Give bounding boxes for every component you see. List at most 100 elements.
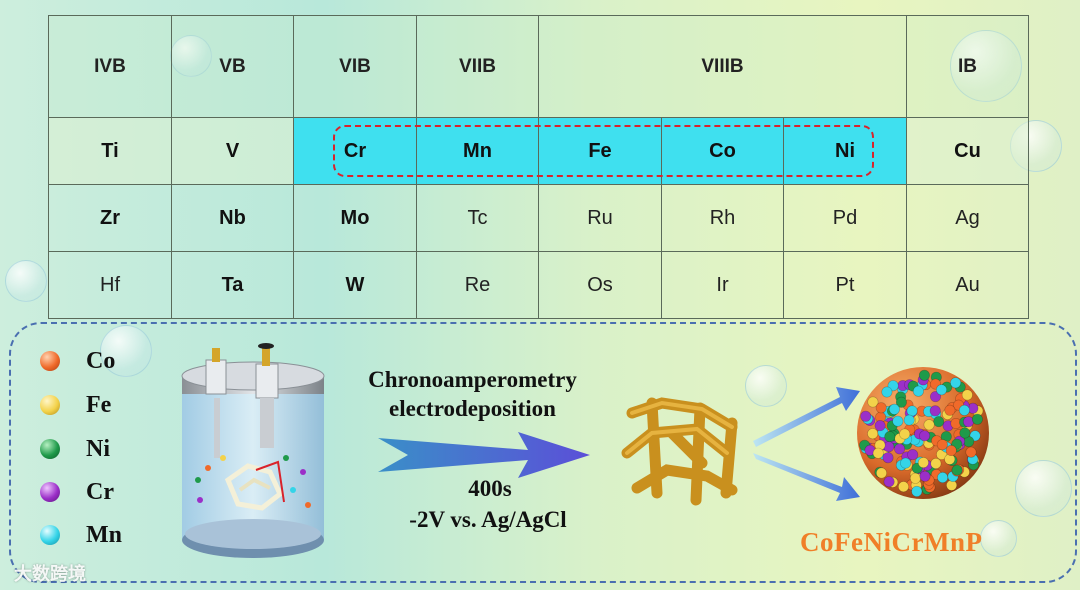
element-cell: Mo — [293, 184, 417, 252]
element-cell: Hf — [48, 251, 172, 319]
atom-sphere-icon — [958, 404, 970, 416]
atom-sphere-icon — [883, 476, 895, 488]
legend-label: Ni — [86, 436, 110, 462]
product-label: CoFeNiCrMnP — [800, 527, 983, 557]
atom-sphere-icon — [923, 419, 935, 431]
element-cell: Pt — [783, 251, 907, 319]
atom-sphere-icon — [903, 414, 915, 426]
atom-sphere-icon — [930, 458, 942, 470]
atom-sphere-icon — [892, 415, 904, 427]
legend-item-cr: Cr — [40, 477, 160, 507]
element-cell: Rh — [661, 184, 784, 252]
legend-label: Co — [86, 348, 116, 374]
element-cell: Nb — [171, 184, 294, 252]
split-arrows-icon — [753, 387, 860, 501]
legend-label: Cr — [86, 479, 114, 505]
legend-item-fe: Fe — [40, 390, 160, 420]
atom-sphere-icon — [911, 485, 923, 497]
element-cell: Re — [416, 251, 539, 319]
atom-sphere-icon — [919, 470, 931, 482]
atom-sphere-icon — [875, 467, 887, 479]
atom-sphere-icon — [971, 413, 983, 425]
element-cell-selected: Fe — [538, 117, 662, 185]
element-cell: W — [293, 251, 417, 319]
chromium-sphere-icon — [40, 482, 60, 502]
element-cell-selected: Cr — [293, 117, 417, 185]
process-panel — [9, 322, 1077, 583]
group-header: VIIIB — [538, 15, 907, 118]
atom-sphere-icon — [860, 410, 872, 422]
atom-sphere-icon — [929, 405, 941, 417]
atom-sphere-icon — [918, 369, 930, 381]
atom-sphere-icon — [936, 439, 948, 451]
atom-sphere-icon — [897, 481, 909, 493]
cobalt-sphere-icon — [40, 351, 60, 371]
atom-sphere-icon — [906, 405, 918, 417]
element-cell-selected: Co — [661, 117, 784, 185]
atom-sphere-icon — [895, 396, 907, 408]
element-cell: Ti — [48, 117, 172, 185]
legend-item-co: Co — [40, 346, 160, 376]
atom-sphere-icon — [933, 416, 945, 428]
atom-sphere-icon — [899, 428, 911, 440]
atom-sphere-icon — [874, 420, 886, 432]
atom-sphere-icon — [875, 402, 887, 414]
legend-label: Fe — [86, 392, 112, 418]
atom-sphere-icon — [951, 464, 963, 476]
atom-sphere-icon — [919, 430, 931, 442]
atom-sphere-icon — [909, 472, 921, 484]
bubble-decoration — [745, 365, 787, 407]
element-selection-outline — [333, 125, 874, 177]
element-cell: Cu — [906, 117, 1029, 185]
element-cell: Ir — [661, 251, 784, 319]
bubble-decoration — [980, 520, 1017, 557]
element-cell: Ta — [171, 251, 294, 319]
element-cell: Pd — [783, 184, 907, 252]
atom-sphere-icon — [912, 385, 924, 397]
method-label: Chronoamperometry electrodeposition — [335, 365, 610, 423]
process-arrow-icon — [378, 432, 590, 478]
element-cell: Au — [906, 251, 1029, 319]
method-line-2: electrodeposition — [389, 396, 556, 421]
atom-sphere-icon — [888, 403, 900, 415]
element-cell-selected: Mn — [416, 117, 539, 185]
legend-item-mn: Mn — [40, 520, 160, 550]
atom-sphere-icon — [937, 472, 949, 484]
element-cell: Tc — [416, 184, 539, 252]
element-cell: V — [171, 117, 294, 185]
potential-label: -2V vs. Ag/AgCl — [409, 507, 567, 532]
atom-sphere-icon — [950, 377, 962, 389]
element-cell: Zr — [48, 184, 172, 252]
group-header: VIIB — [416, 15, 539, 118]
atom-sphere-icon — [961, 389, 973, 401]
atom-sphere-icon — [867, 428, 879, 440]
group-header: IVB — [48, 15, 172, 118]
atom-sphere-icon — [872, 447, 884, 459]
bubble-decoration — [1015, 460, 1072, 517]
atom-sphere-icon — [881, 386, 893, 398]
bubble-decoration — [5, 260, 47, 302]
atom-sphere-icon — [907, 449, 919, 461]
atom-sphere-icon — [900, 457, 912, 469]
nanoparticle-sphere-icon — [857, 367, 989, 499]
legend-label: Mn — [86, 522, 122, 548]
atom-sphere-icon — [945, 445, 957, 457]
bubble-decoration — [100, 325, 152, 377]
legend-item-ni: Ni — [40, 434, 160, 464]
iron-sphere-icon — [40, 395, 60, 415]
group-header: VIB — [293, 15, 417, 118]
atom-sphere-icon — [882, 452, 894, 464]
atom-sphere-icon — [944, 404, 956, 416]
time-label: 400s — [468, 476, 512, 501]
element-cell: Ag — [906, 184, 1029, 252]
atom-sphere-icon — [884, 431, 896, 443]
atom-sphere-icon — [930, 391, 942, 403]
method-line-1: Chronoamperometry — [368, 367, 577, 392]
atom-sphere-icon — [959, 427, 971, 439]
periodic-table: IVB VB VIB VIIB VIIIB IB Ti V Cr Mn Fe C… — [48, 15, 1029, 319]
atom-sphere-icon — [965, 446, 977, 458]
atom-sphere-icon — [894, 443, 906, 455]
element-cell: Os — [538, 251, 662, 319]
atom-sphere-icon — [917, 457, 929, 469]
group-header: VB — [171, 15, 294, 118]
